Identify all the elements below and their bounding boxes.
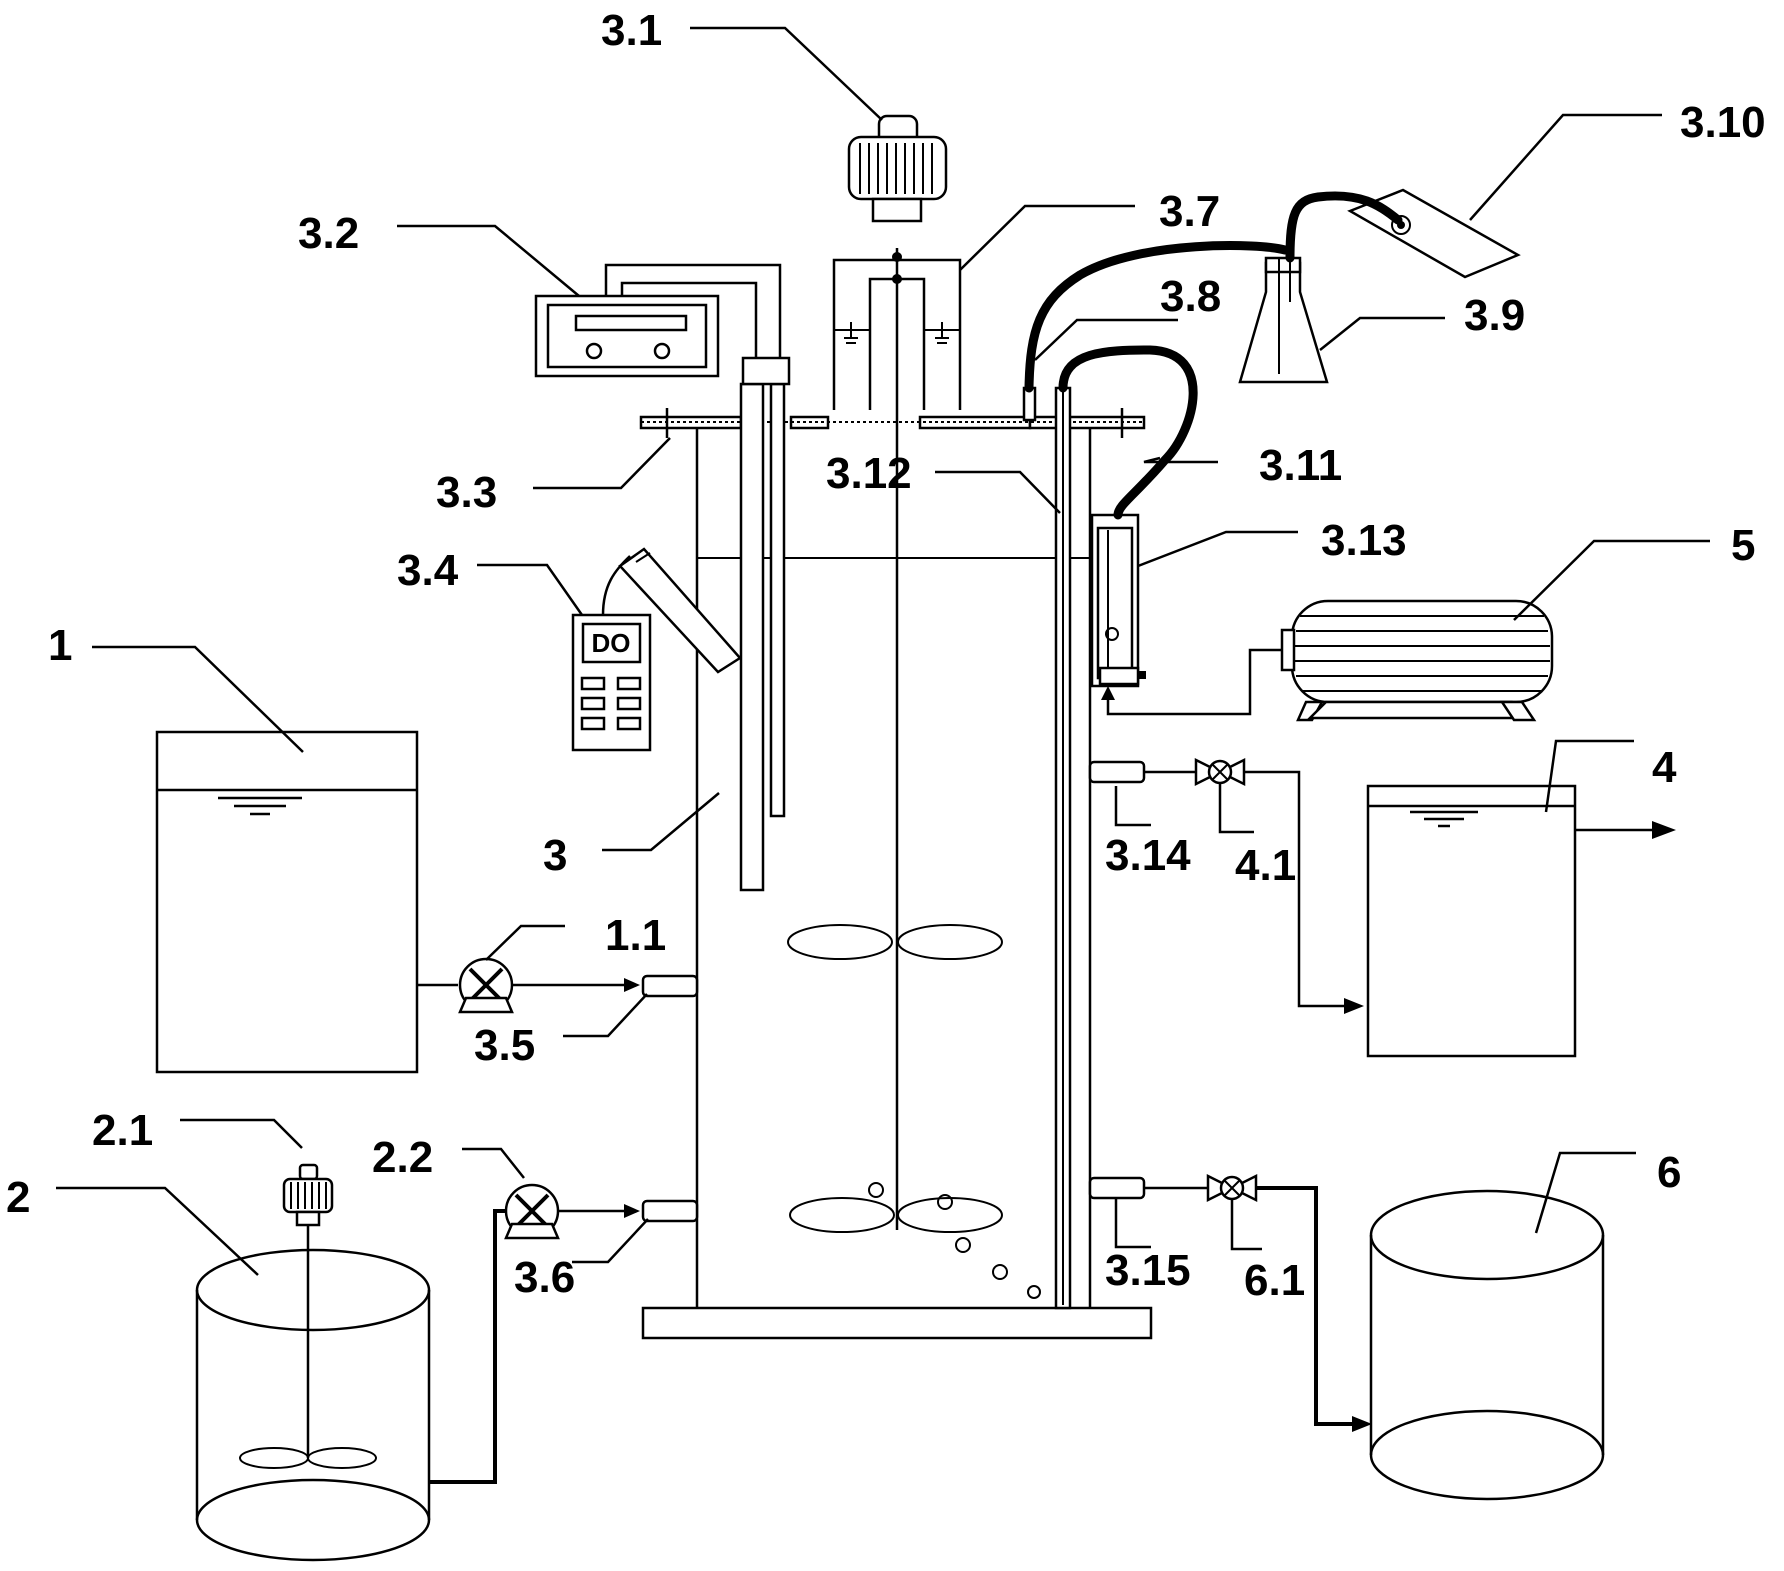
effluent-tank-4 [1366,784,1676,1058]
label-4: 4 [1652,743,1677,792]
mixer-motor-2-1 [282,1163,334,1227]
do-display: DO [592,628,631,658]
dosing-pump-2-2 [429,1183,640,1484]
label-3-5: 3.5 [474,1021,535,1070]
gas-bag-3-10 [1285,188,1521,279]
stirrer-shaft [787,248,1003,1233]
label-2-2: 2.2 [372,1133,433,1182]
gas-bubbles [868,1182,1041,1299]
motor-3-1 [847,114,948,284]
reactor-3 [641,428,1153,1340]
feed-tank-1 [155,730,419,1074]
controller-3-2 [534,263,791,892]
hose-3-11 [1058,345,1198,520]
label-3-13: 3.13 [1321,516,1407,565]
label-3-15: 3.15 [1105,1246,1191,1295]
feed-pump-1-1 [417,957,640,1014]
label-3-7: 3.7 [1159,187,1220,236]
label-2-1: 2.1 [92,1106,153,1155]
gas-flask-3-9 [1238,256,1329,384]
label-3-14: 3.14 [1105,831,1191,880]
label-3-8: 3.8 [1160,272,1221,321]
label-3-4: 3.4 [397,546,459,595]
label-1: 1 [48,621,72,670]
valve-4-1 [1144,757,1364,1014]
label-3-10: 3.10 [1680,98,1766,147]
labels: 1 1.1 2 2.1 2.2 3 3.1 3.2 3.3 3.4 3.5 3.… [6,6,1766,1305]
storage-tank-2 [195,1225,431,1562]
label-3-12: 3.12 [826,449,912,498]
label-4-1: 4.1 [1235,841,1296,890]
label-3-2: 3.2 [298,209,359,258]
valve-6-1 [1144,1173,1372,1432]
leader-lines [56,26,1710,1276]
do-meter-3-4: DO [571,547,742,752]
label-3-9: 3.9 [1464,291,1525,340]
label-5: 5 [1731,521,1755,570]
label-3: 3 [543,831,567,880]
label-3-3: 3.3 [436,468,497,517]
label-6: 6 [1657,1148,1681,1197]
flowmeter-3-13 [1090,513,1146,688]
aeration-tube-3-12 [1054,386,1072,1310]
label-1-1: 1.1 [605,911,666,960]
label-2: 2 [6,1173,30,1222]
lid-3-3 [639,408,1146,438]
gas-outlet-3-8 [1022,241,1290,422]
label-3-11: 3.11 [1259,441,1342,490]
label-6-1: 6.1 [1244,1256,1305,1305]
air-compressor-5 [1101,599,1554,722]
label-3-6: 3.6 [514,1253,575,1302]
waste-tank-6 [1369,1189,1605,1501]
water-seal-3-7 [832,258,962,410]
label-3-1: 3.1 [601,6,662,55]
